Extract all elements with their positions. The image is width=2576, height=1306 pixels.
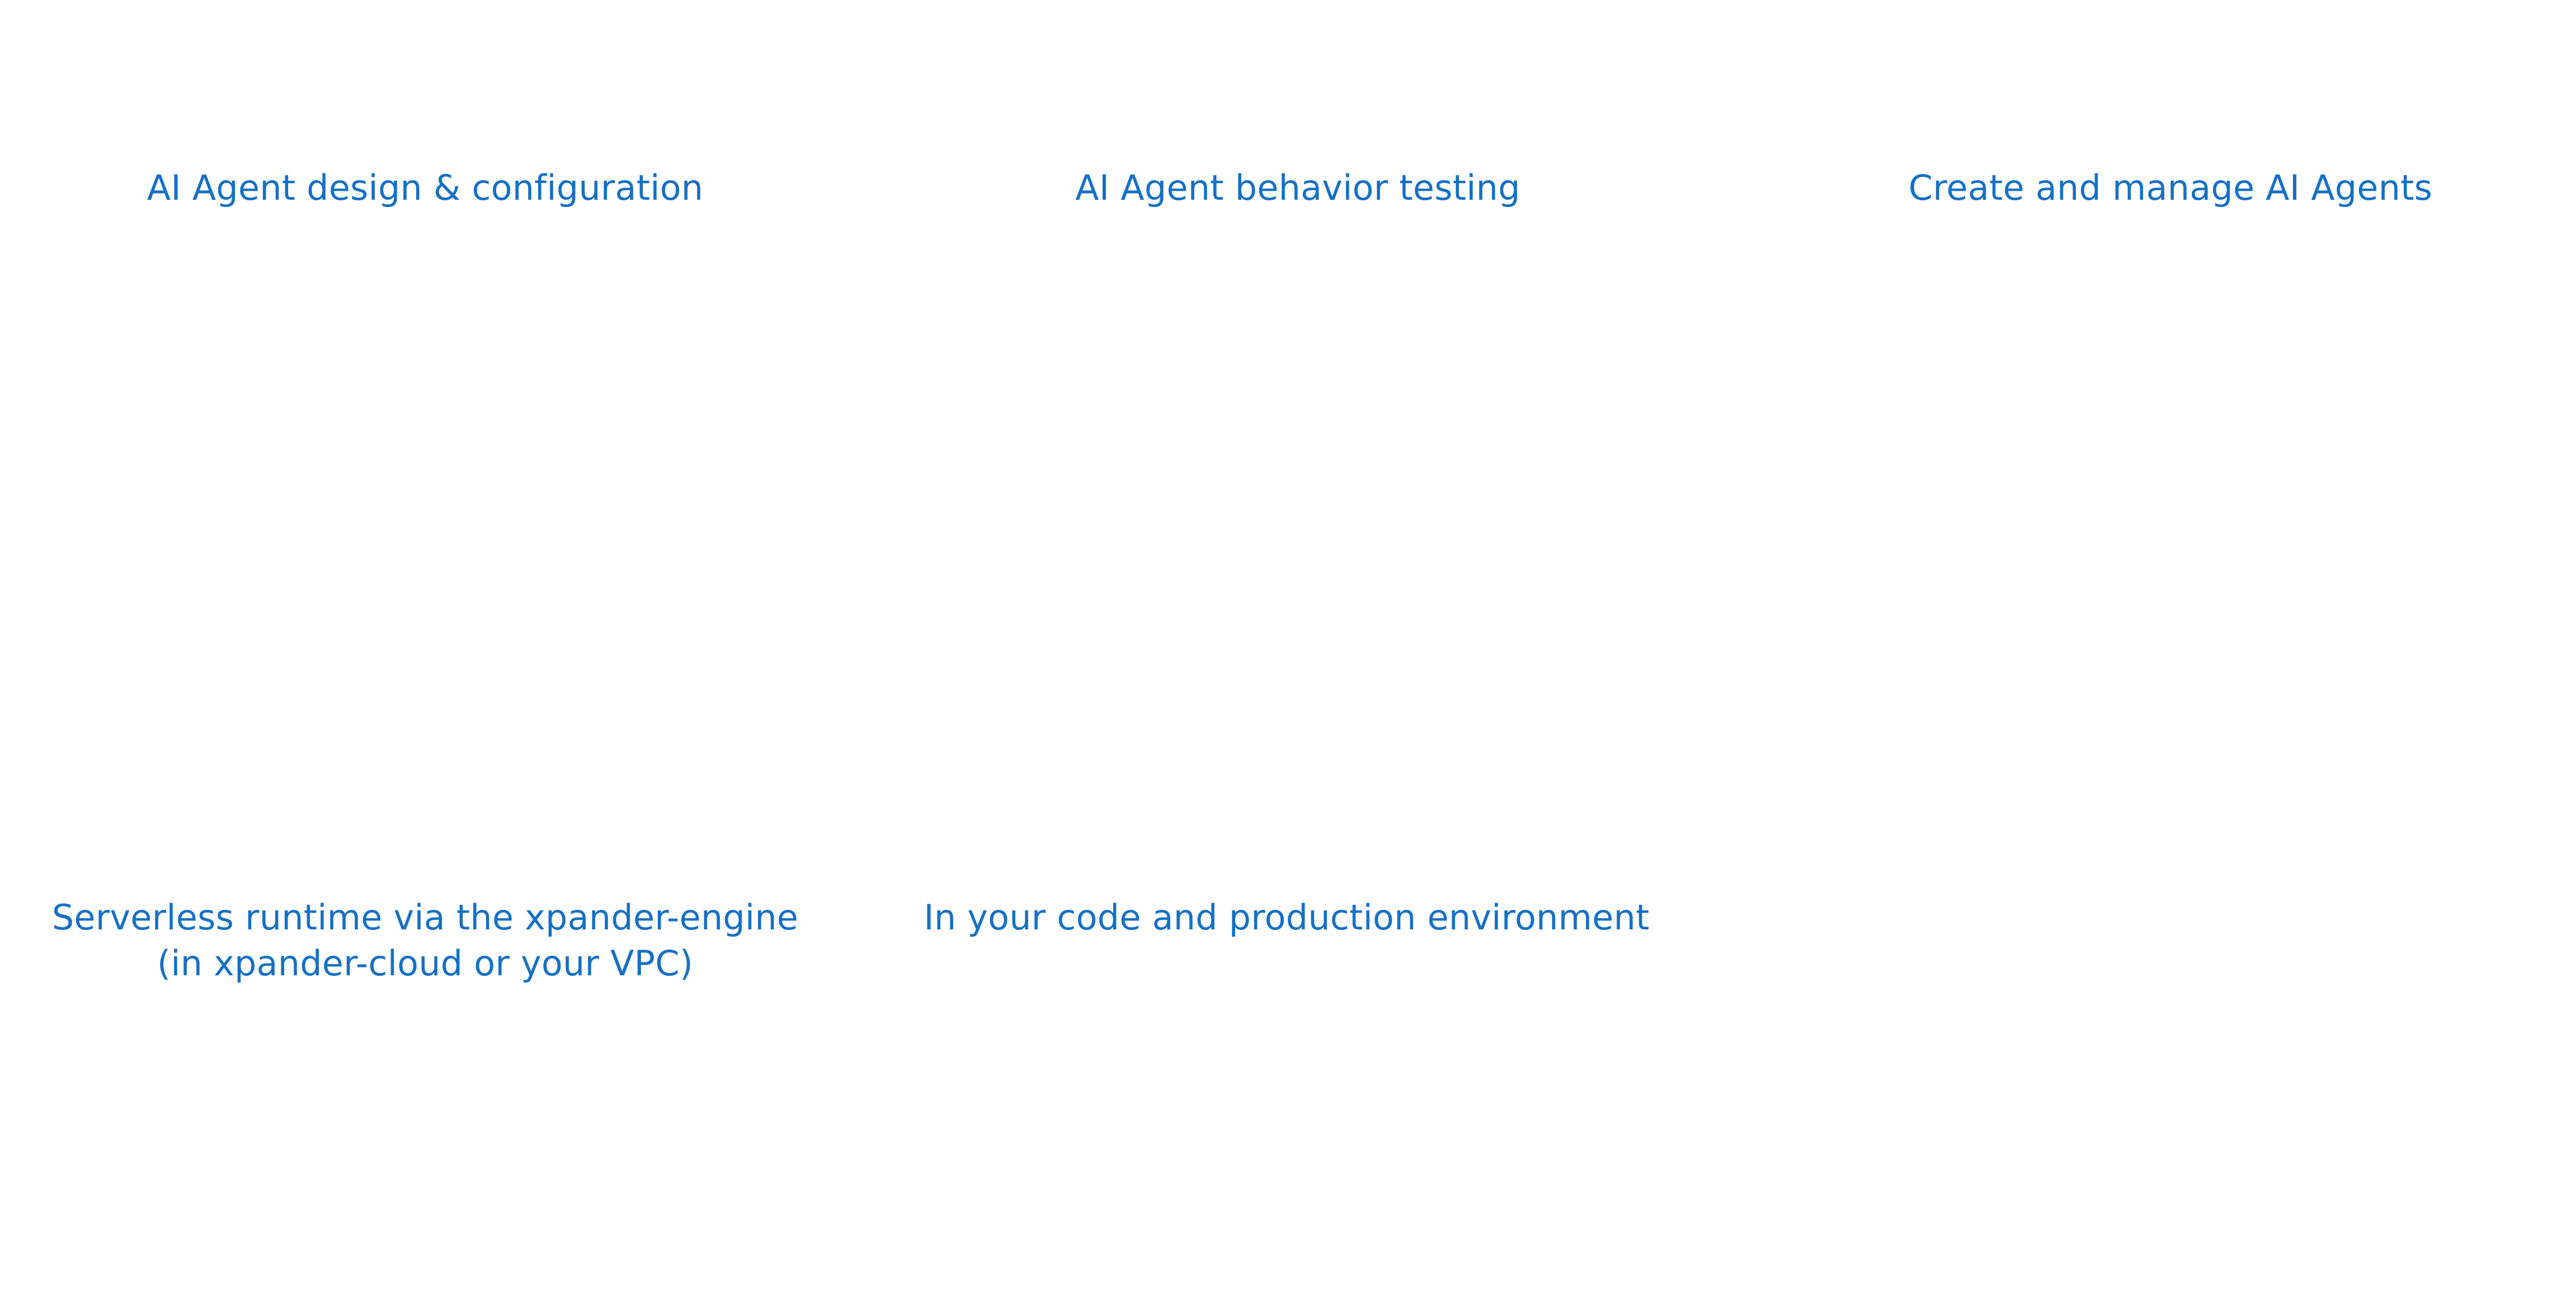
caption-code-production-environment: In your code and production environment [924, 897, 1650, 938]
caption-agent-design-configuration: AI Agent design & configuration [147, 167, 704, 208]
caption-agent-behavior-testing: AI Agent behavior testing [1075, 167, 1520, 208]
caption-serverless-runtime-line-2: (in xpander-cloud or your VPC) [157, 943, 694, 984]
caption-create-manage-agents: Create and manage AI Agents [1908, 167, 2433, 208]
caption-serverless-runtime-line-1: Serverless runtime via the xpander-engin… [51, 897, 799, 938]
caption-serverless-runtime: Serverless runtime via the xpander-engin… [45, 895, 806, 986]
